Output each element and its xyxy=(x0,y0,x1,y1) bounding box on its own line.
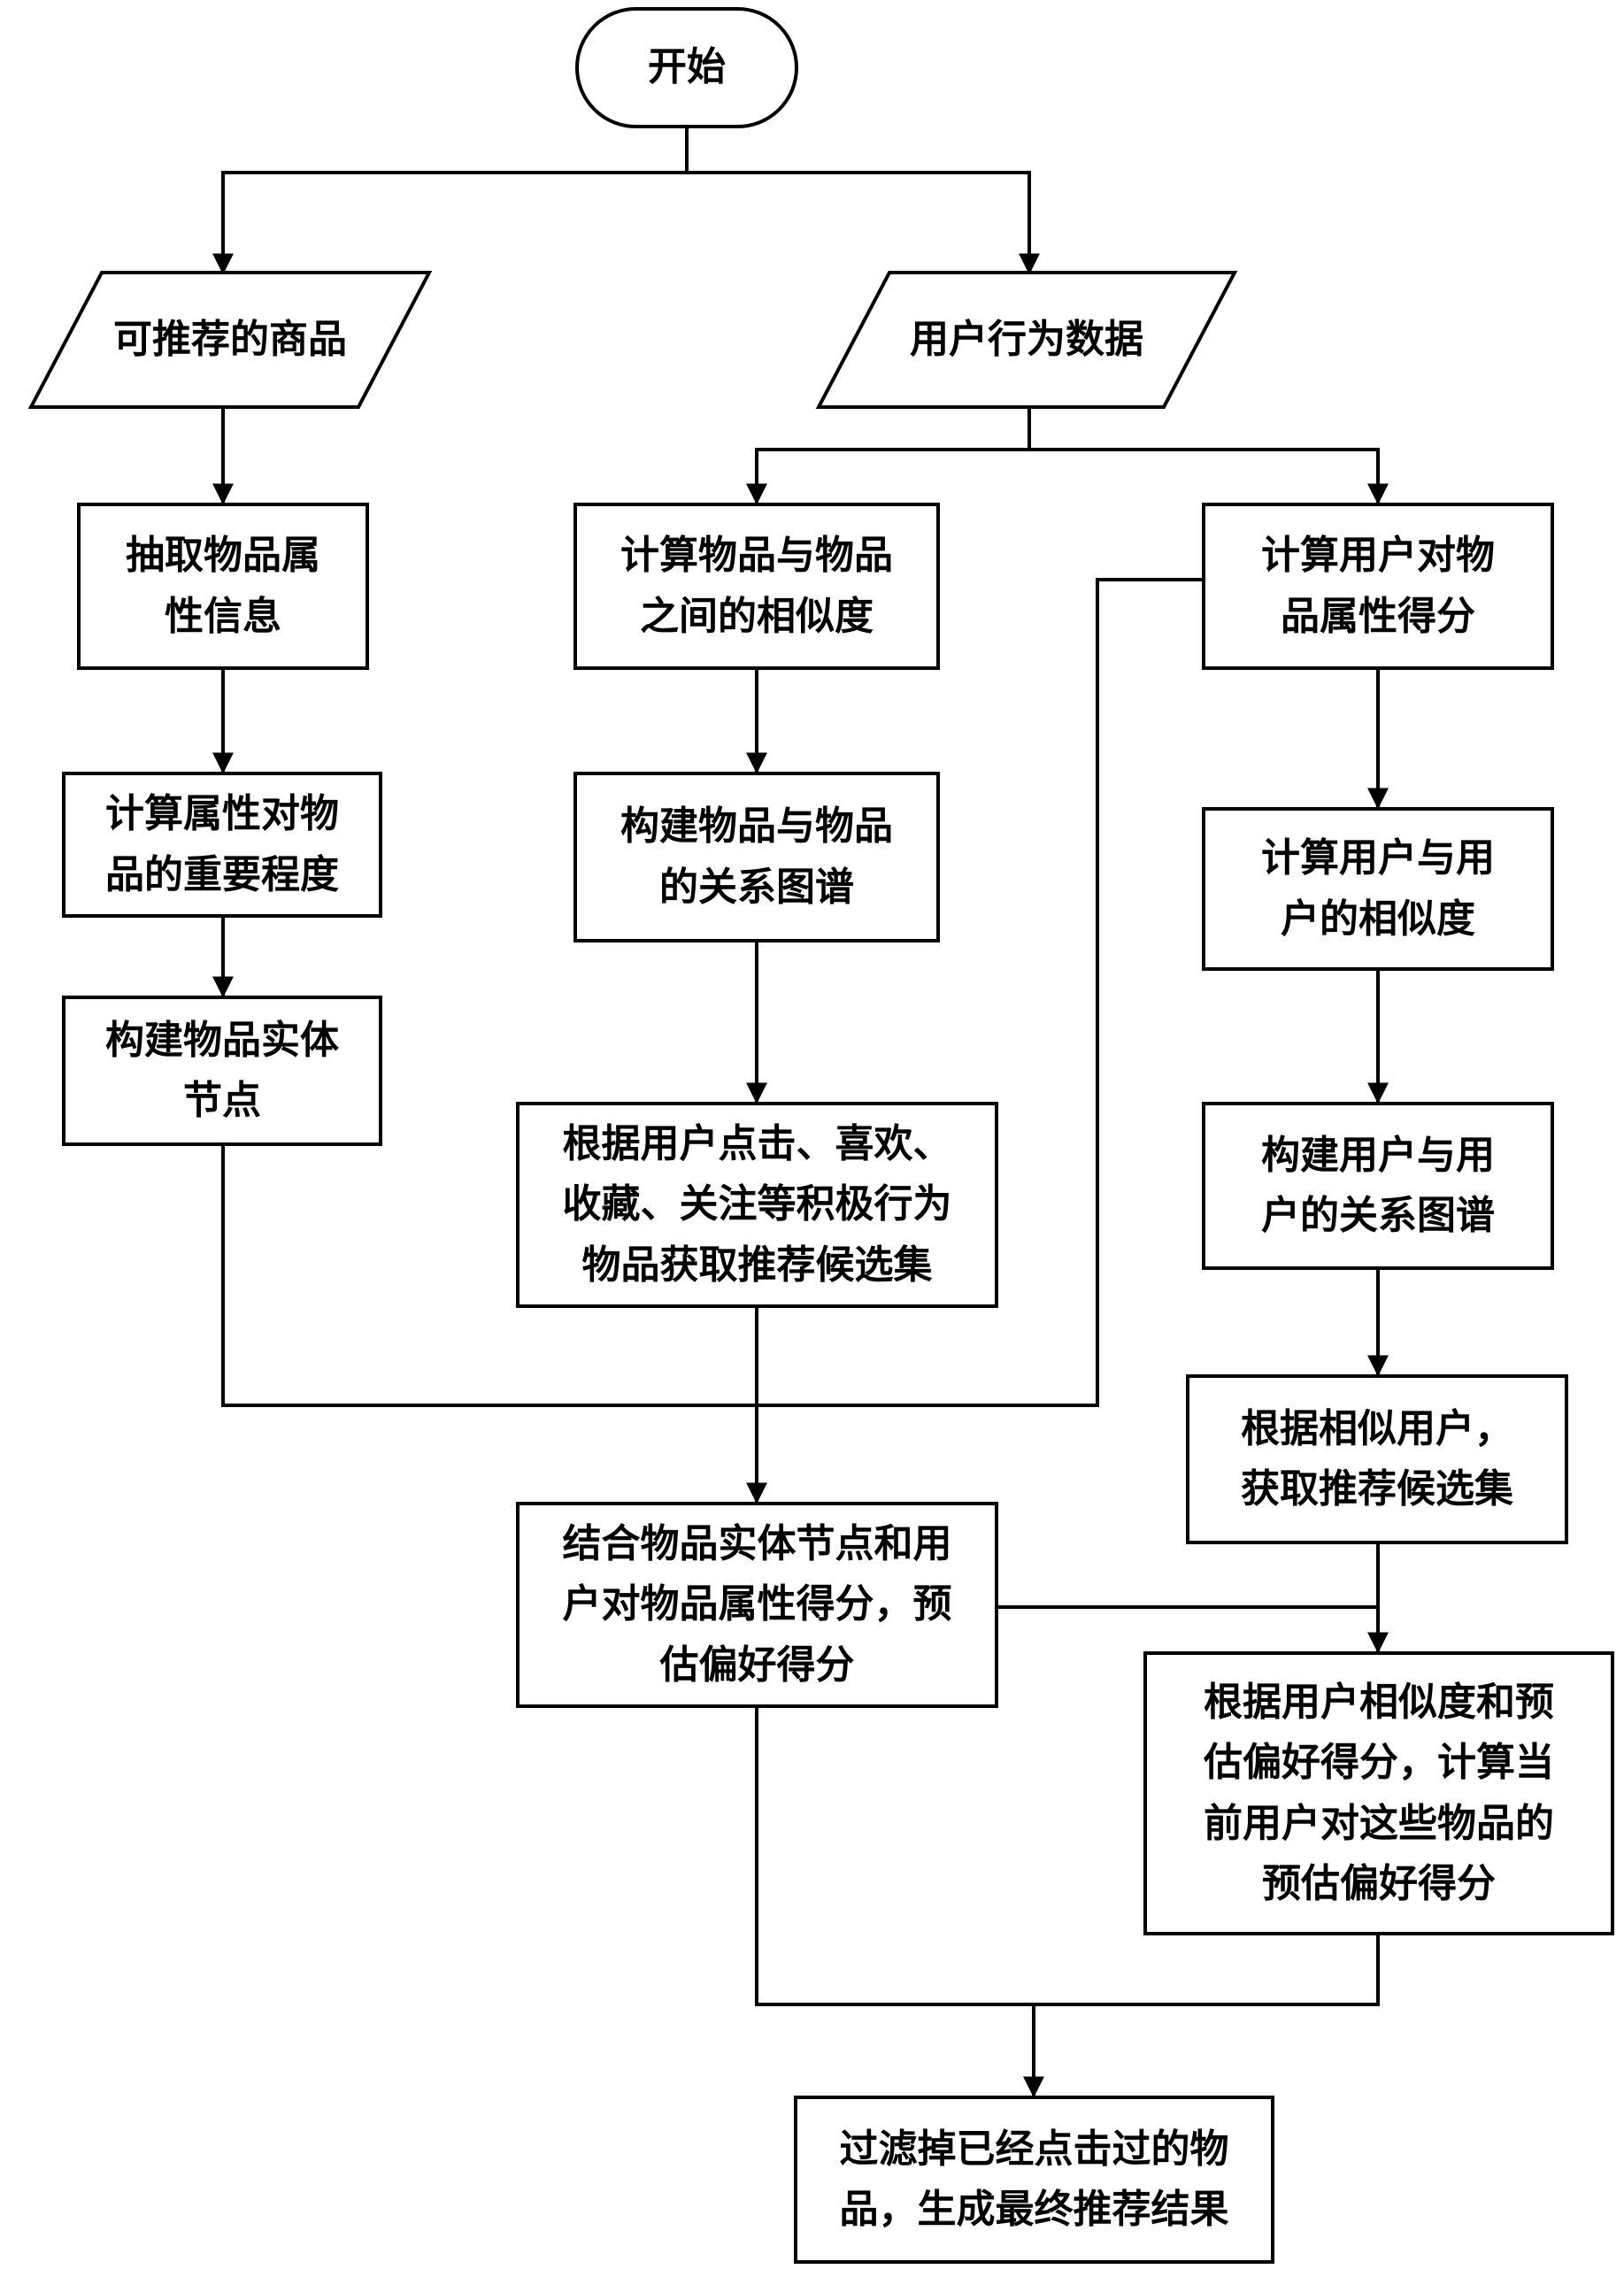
item-similarity-box: 计算物品与物品 之间的相似度 xyxy=(573,503,940,670)
entity-node-box: 构建物品实体 节点 xyxy=(62,996,382,1146)
edge-estimate-to-final-merge xyxy=(755,1708,1380,2006)
start-terminal: 开始 xyxy=(575,7,798,128)
goods-input: 可推荐的商品 xyxy=(113,316,347,362)
positive-candidate-box: 根据用户点击、喜欢、 收藏、关注等积极行为 物品获取推荐候选集 xyxy=(516,1102,998,1308)
similar-user-candidate-box: 根据相似用户， 获取推荐候选集 xyxy=(1186,1374,1568,1544)
behavior-shape xyxy=(815,271,1238,409)
edge-behavior-to-itemsim xyxy=(746,407,1031,505)
compute-current-score-box: 根据用户相似度和预 估偏好得分，计算当 前用户对这些物品的 预估偏好得分 xyxy=(1143,1651,1614,1935)
item-graph-box: 构建物品与物品 的关系图谱 xyxy=(573,772,940,942)
edge-userattr-merge xyxy=(757,578,1202,1407)
edge-entity-merge xyxy=(221,1146,757,1407)
edge-start-to-goods xyxy=(212,128,689,275)
extract-attributes-box: 抽取物品属 性信息 xyxy=(77,503,369,670)
user-attribute-score-box: 计算用户对物 品属性得分 xyxy=(1202,503,1554,670)
behavior-input: 用户行为数据 xyxy=(910,316,1143,362)
user-similarity-box: 计算用户与用 户的相似度 xyxy=(1202,807,1554,971)
estimate-preference-box: 结合物品实体节点和用 户对物品属性得分，预 估偏好得分 xyxy=(516,1502,998,1708)
final-result-box: 过滤掉已经点击过的物 品，生成最终推荐结果 xyxy=(794,2096,1274,2264)
edge-start-to-behavior xyxy=(687,171,1040,275)
user-graph-box: 构建用户与用 户的关系图谱 xyxy=(1202,1102,1554,1270)
attribute-importance-box: 计算属性对物 品的重要程度 xyxy=(62,772,382,918)
edge-behavior-to-userattr xyxy=(1029,448,1389,505)
goods-shape xyxy=(27,271,433,409)
